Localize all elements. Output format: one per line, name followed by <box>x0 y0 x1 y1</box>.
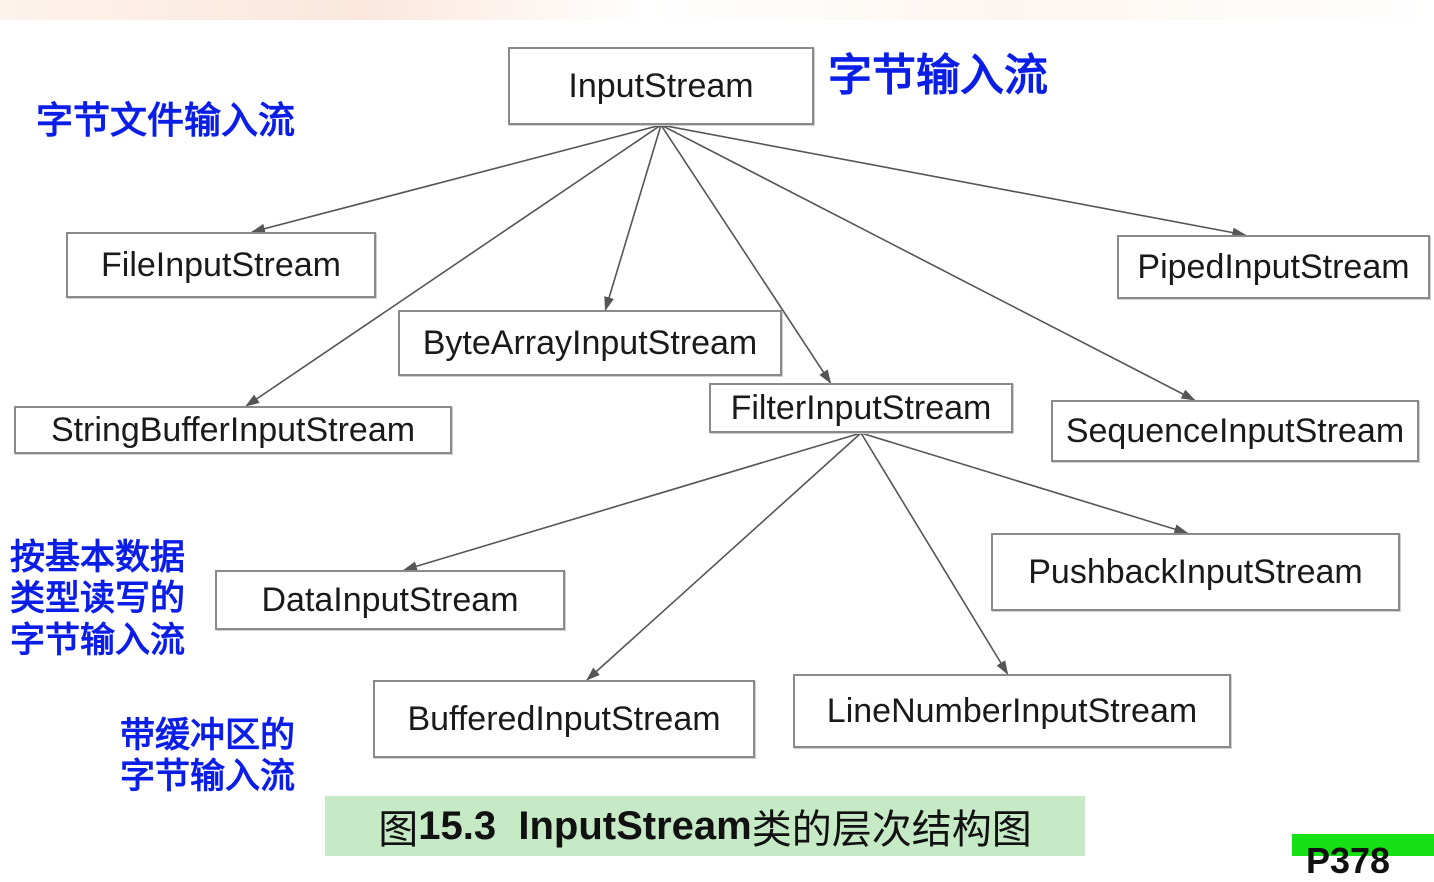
annotation-primitive-type-stream: 按基本数据 类型读写的 字节输入流 <box>10 538 186 661</box>
class-box-pushbackinputstream: PushbackInputStream <box>991 533 1400 611</box>
class-box-inputstream: InputStream <box>508 47 814 125</box>
class-box-stringbufferinputstream: StringBufferInputStream <box>14 406 452 454</box>
class-box-datainputstream: DataInputStream <box>215 570 565 630</box>
top-decoration-band <box>0 0 1434 20</box>
edge-root-to-bytearray <box>604 124 662 311</box>
caption-prefix: 图 <box>378 807 419 853</box>
edge-root-to-sequence <box>660 124 1196 401</box>
edge-root-to-stringbuffer <box>245 124 662 407</box>
edge-filter-to-buffered <box>586 432 862 681</box>
inheritance-edges <box>245 124 1247 681</box>
class-box-bufferedinputstream: BufferedInputStream <box>373 680 755 758</box>
caption-figure-number: 15.3 InputStream <box>418 803 752 848</box>
page-number-tag: P378 <box>1292 834 1434 881</box>
edge-filter-to-pushback <box>860 432 1189 534</box>
class-box-filterinputstream: FilterInputStream <box>709 383 1013 433</box>
edge-filter-to-linenumber <box>860 432 1009 675</box>
class-box-sequenceinputstream: SequenceInputStream <box>1051 400 1419 462</box>
edge-filter-to-data <box>403 432 862 572</box>
annotation-byte-input-stream: 字节输入流 <box>828 50 1048 101</box>
class-box-bytearrayinputstream: ByteArrayInputStream <box>398 310 782 376</box>
caption-suffix: 类的层次结构图 <box>751 807 1032 853</box>
annotation-buffered-stream: 带缓冲区的 字节输入流 <box>120 716 296 798</box>
edge-root-to-piped <box>660 124 1247 238</box>
edge-root-to-filter <box>660 124 832 384</box>
class-box-fileinputstream: FileInputStream <box>66 232 376 298</box>
page-number-text: P378 <box>1306 840 1391 881</box>
class-box-pipedinputstream: PipedInputStream <box>1117 235 1430 299</box>
class-box-linenumberinputstream: LineNumberInputStream <box>793 674 1231 748</box>
annotation-byte-file-input-stream: 字节文件输入流 <box>36 99 295 142</box>
edge-root-to-file <box>251 124 662 234</box>
